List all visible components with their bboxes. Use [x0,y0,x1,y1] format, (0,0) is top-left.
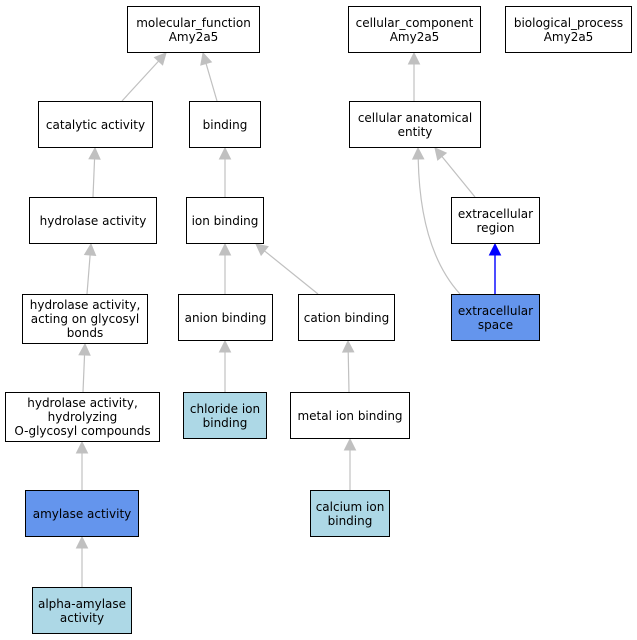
edge-binding-to-mf-root [200,51,218,102]
edge-line [92,158,96,198]
go-term-label-line: Amy2a5 [389,29,440,44]
edge-arrowhead [153,52,167,66]
go-term-label-line: bonds [66,326,104,340]
go-term-label-line: alpha-amylase [37,596,127,611]
go-term-label-line: anion binding [184,310,267,325]
edge-chloride-ion-binding-to-anion-binding [218,339,232,392]
edge-metal-ion-binding-to-cation-binding [341,339,355,393]
go-term-cation-binding[interactable]: cation binding [298,294,395,341]
edge-arrowhead [78,342,91,356]
edge-arrowhead [218,339,232,353]
go-term-label-line: hydrolase activity, [27,396,138,410]
go-term-label-line: extracellular [457,303,534,318]
edge-arrowhead [75,535,89,549]
go-term-label-line: calcium ion [315,499,385,514]
edge-hydrolase-oglycosyl-to-hydrolase-glycosyl [78,342,91,393]
edge-arrowhead [407,51,421,65]
go-term-label-line: acting on glycosyl [30,312,140,326]
edge-amylase-activity-to-hydrolase-oglycosyl [75,440,89,490]
edge-extracellular-region-to-cellular-anatomical-entity [434,147,476,198]
go-term-label-line: ion binding [191,213,259,228]
edge-arrowhead [341,339,355,353]
go-term-label-line: amylase activity [32,506,132,521]
go-term-label-line: biological_process [513,15,624,30]
go-term-hydrolase-activity[interactable]: hydrolase activity [29,197,157,244]
go-term-label-line: hydrolase activity, [29,298,141,312]
go-term-label-line: binding [327,513,373,528]
edge-arrowhead [343,437,357,451]
go-term-label-line: binding [202,117,248,132]
edge-line [121,60,160,102]
go-term-label-line: extracellular [457,206,534,221]
edge-arrowhead [218,146,232,160]
edge-calcium-ion-binding-to-metal-ion-binding [343,437,357,490]
go-term-label-line: catalytic activity [45,117,146,132]
edge-cation-binding-to-ion-binding [255,243,319,295]
edge-arrowhead [434,147,448,161]
go-term-label-line: chloride ion [189,401,261,416]
go-term-label-line: O-glycosyl compounds [14,424,151,438]
edge-hydrolase-glycosyl-to-hydrolase-activity [83,242,97,295]
go-term-label-line: Amy2a5 [168,29,219,44]
go-term-label-line: space [477,317,514,332]
edge-extracellular-space-to-extracellular-region [488,242,502,294]
go-term-label-line: cellular_component [355,15,474,30]
go-term-catalytic-activity[interactable]: catalytic activity [38,101,153,148]
edge-arrowhead [88,146,101,160]
go-term-anion-binding[interactable]: anion binding [178,294,273,341]
go-term-label-line: metal ion binding [297,408,403,423]
edge-line [264,250,319,295]
edge-arrowhead [83,242,97,256]
edge-anion-binding-to-ion-binding [218,242,232,294]
edge-arrowhead [411,146,425,160]
edge-arrowhead [255,243,269,257]
go-term-label-line: hydrolyzing [47,410,118,424]
edge-line [205,63,218,102]
go-term-label-line: Amy2a5 [543,29,594,44]
edge-alpha-amylase-activity-to-amylase-activity [75,535,89,587]
edge-line [441,156,476,198]
edge-hydrolase-activity-to-catalytic-activity [88,146,101,198]
go-term-label-line: binding [202,415,248,430]
go-term-label-line: activity [59,610,105,625]
go-term-label-line: entity [397,124,433,139]
edge-arrowhead [488,242,502,256]
edge-line [86,254,91,295]
go-term-label-line: molecular_function [136,15,251,30]
edge-line [417,158,461,295]
edge-catalytic-activity-to-mf-root [121,52,167,102]
edge-extracellular-space-to-cellular-anatomical-entity [411,146,461,295]
edge-arrowhead [200,51,213,66]
edge-line [82,354,86,393]
edge-cellular-anatomical-entity-to-cc-root [407,51,421,101]
edge-arrowhead [75,440,89,454]
go-term-binding[interactable]: binding [189,101,261,148]
go-term-ion-binding[interactable]: ion binding [186,197,264,244]
edge-arrowhead [218,242,232,256]
edge-line [347,351,350,393]
go-term-label-line: cellular anatomical [357,110,473,125]
go-term-metal-ion-binding[interactable]: metal ion binding [290,392,410,439]
go-term-label-line: cation binding [303,310,390,325]
go-term-label-line: hydrolase activity [39,213,147,228]
edge-ion-binding-to-binding [218,146,232,197]
go-term-label-line: region [476,220,515,235]
go-term-amylase-activity[interactable]: amylase activity [25,490,139,537]
